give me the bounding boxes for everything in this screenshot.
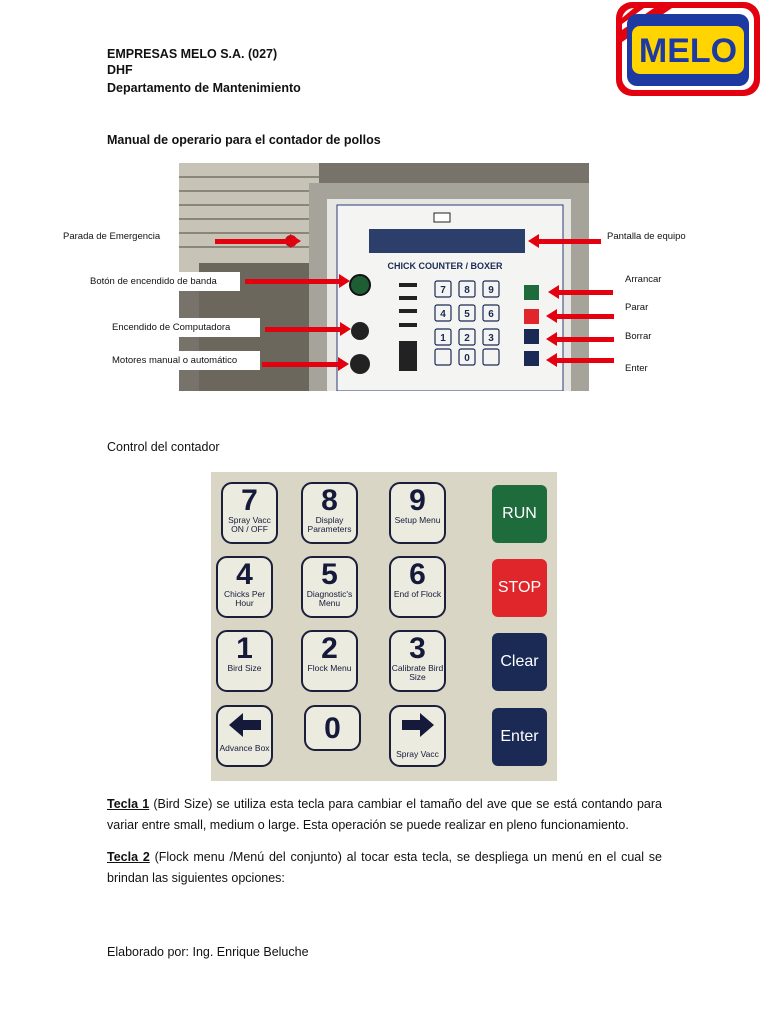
callout-motors-mode: Motores manual o automático — [106, 351, 260, 370]
svg-text:1: 1 — [440, 333, 446, 344]
key-caption: Diagnostic's Menu — [306, 589, 353, 608]
paragraph-lead: Tecla 1 — [107, 797, 150, 811]
panel-title: CHICK COUNTER / BOXER — [387, 261, 503, 271]
arrow-display — [528, 234, 601, 248]
paragraph-key-2: Tecla 2 (Flock menu /Menú del conjunto) … — [107, 847, 662, 889]
svg-text:0: 0 — [464, 353, 470, 364]
svg-text:3: 3 — [488, 333, 494, 344]
key-4: 4 Chicks Per Hour — [216, 556, 273, 618]
logo-text: MELO — [639, 32, 737, 70]
clear-key: Clear — [492, 633, 547, 691]
key-number: 4 — [236, 558, 253, 591]
equipment-photo: CHICK COUNTER / BOXER 7 8 9 4 5 6 1 2 3 0 — [179, 163, 589, 391]
section-label: Control del contador — [107, 440, 220, 454]
company-name: EMPRESAS MELO S.A. (027) — [107, 47, 278, 61]
arrow-enter — [546, 353, 614, 367]
key-caption: Spray Vacc — [396, 749, 439, 759]
key-9: 9 Setup Menu — [389, 482, 446, 544]
key-caption: Advance Box — [219, 743, 270, 753]
callout-emergency-stop: Parada de Emergencia — [63, 231, 161, 242]
key-number: 7 — [241, 484, 258, 517]
callout-belt-power: Botón de encendido de banda — [84, 272, 240, 291]
arrow-clear — [546, 332, 614, 346]
arrow-left-icon — [228, 713, 261, 737]
keypad-photo: 7 Spray Vacc ON / OFF 8 Display Paramete… — [211, 472, 557, 781]
division: DHF — [107, 63, 133, 77]
paragraph-text: (Flock menu /Menú del conjunto) al tocar… — [107, 850, 662, 885]
key-2: 2 Flock Menu — [301, 630, 358, 692]
callout-display: Pantalla de equipo — [607, 231, 686, 242]
arrow-right-icon — [401, 713, 434, 737]
svg-text:6: 6 — [488, 309, 494, 320]
paragraph-text: (Bird Size) se utiliza esta tecla para c… — [107, 797, 662, 832]
key-number: 8 — [321, 484, 338, 517]
svg-text:2: 2 — [464, 333, 470, 344]
svg-text:9: 9 — [488, 285, 494, 296]
manual-title: Manual de operario para el contador de p… — [107, 133, 381, 147]
key-caption: End of Flock — [393, 589, 442, 599]
paragraph-key-1: Tecla 1 (Bird Size) se utiliza esta tecl… — [107, 794, 662, 836]
key-caption: Flock Menu — [307, 663, 352, 673]
run-key: RUN — [492, 485, 547, 543]
key-caption: Calibrate Bird Size — [391, 663, 444, 682]
key-spray-vacc: Spray Vacc — [389, 705, 446, 767]
key-6: 6 End of Flock — [389, 556, 446, 618]
key-8: 8 Display Parameters — [301, 482, 358, 544]
key-5: 5 Diagnostic's Menu — [301, 556, 358, 618]
key-caption: Setup Menu — [394, 515, 441, 525]
arrow-emergency-stop — [215, 234, 301, 248]
key-1: 1 Bird Size — [216, 630, 273, 692]
arrow-belt-power — [245, 274, 350, 288]
key-number: 2 — [321, 632, 338, 665]
melo-logo: MELO — [614, 0, 762, 98]
svg-text:8: 8 — [464, 285, 470, 296]
author-line: Elaborado por: Ing. Enrique Beluche — [107, 945, 309, 959]
svg-text:4: 4 — [440, 309, 446, 320]
svg-text:5: 5 — [464, 309, 470, 320]
key-number: 5 — [321, 558, 338, 591]
key-number: 6 — [409, 558, 426, 591]
paragraph-lead: Tecla 2 — [107, 850, 150, 864]
callout-start: Arrancar — [625, 274, 662, 285]
arrow-stop — [546, 309, 614, 323]
svg-text:7: 7 — [440, 285, 446, 296]
enter-key: Enter — [492, 708, 547, 766]
department: Departamento de Mantenimiento — [107, 81, 301, 95]
arrow-start — [548, 285, 613, 299]
callout-computer-power: Encendido de Computadora — [106, 318, 260, 337]
arrow-computer-power — [265, 322, 351, 336]
key-number: 3 — [409, 632, 426, 665]
key-advance-box: Advance Box — [216, 705, 273, 767]
stop-key: STOP — [492, 559, 547, 617]
key-3: 3 Calibrate Bird Size — [389, 630, 446, 692]
key-number: 0 — [324, 712, 341, 745]
key-0: 0 — [304, 705, 361, 751]
key-caption: Display Parameters — [307, 515, 352, 534]
key-caption: Bird Size — [227, 663, 262, 673]
callout-stop: Parar — [625, 302, 649, 313]
callout-clear: Borrar — [625, 331, 652, 342]
key-caption: Chicks Per Hour — [223, 589, 266, 608]
key-caption: Spray Vacc ON / OFF — [228, 515, 271, 534]
arrow-motors-mode — [262, 357, 349, 371]
callout-enter: Enter — [625, 363, 648, 374]
key-7: 7 Spray Vacc ON / OFF — [221, 482, 278, 544]
key-number: 1 — [236, 632, 253, 665]
key-number: 9 — [409, 484, 426, 517]
